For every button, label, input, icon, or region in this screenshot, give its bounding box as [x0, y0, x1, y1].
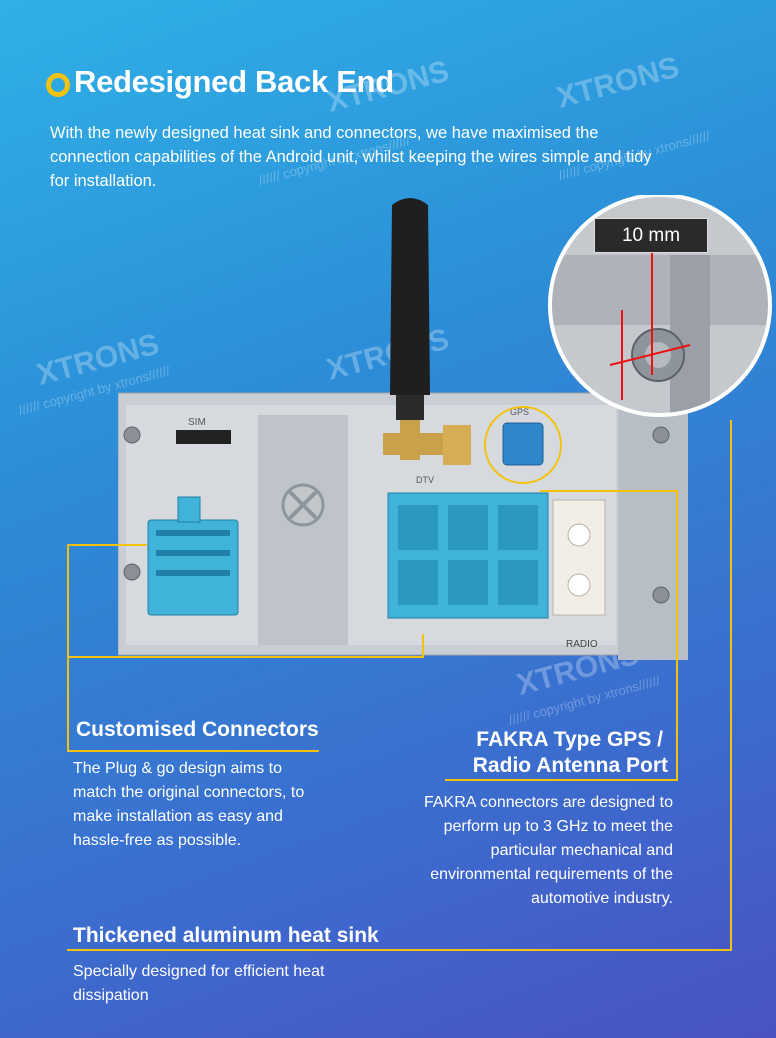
antenna-illustration: [390, 198, 430, 460]
callout-line: [67, 544, 147, 546]
callout-line: [676, 490, 678, 780]
watermark-copyright: ////// copyright by xtrons//////: [557, 128, 712, 183]
watermark-copyright: ////// copyright by xtrons//////: [257, 133, 412, 188]
callout-line: [67, 656, 69, 751]
head-unit-back-illustration: SIM RADIO DTV GPS: [118, 385, 688, 660]
gps-label: GPS: [510, 407, 529, 417]
feature-text-heatsink: Specially designed for efficient heat di…: [73, 963, 325, 1004]
watermark-brand: XTRONS: [323, 55, 452, 119]
page-title: Redesigned Back End: [74, 64, 394, 99]
radio-label: RADIO: [566, 639, 598, 650]
feature-title-heatsink: Thickened aluminum heat sink: [73, 924, 379, 947]
callout-line: [730, 420, 732, 950]
callout-line: [422, 634, 424, 658]
watermark-brand: XTRONS: [553, 51, 682, 115]
callout-underline: [445, 779, 678, 781]
feature-text-fakra: FAKRA connectors are designed to perform…: [423, 794, 673, 907]
intro-text: With the newly designed heat sink and co…: [50, 124, 652, 190]
callout-underline: [67, 949, 732, 951]
callout-line: [540, 490, 678, 492]
callout-underline: [67, 750, 319, 752]
bullet-ring-icon: [46, 73, 70, 97]
feature-title-fakra-line2: Radio Antenna Port: [472, 754, 668, 777]
callout-line: [67, 656, 422, 658]
callout-line: [67, 544, 69, 658]
dtv-label: DTV: [416, 475, 434, 485]
measure-label: 10 mm: [594, 218, 708, 253]
feature-title-connectors: Customised Connectors: [76, 718, 319, 741]
feature-title-fakra-line1: FAKRA Type GPS /: [476, 728, 663, 751]
feature-text-connectors: The Plug & go design aims to match the o…: [73, 760, 305, 849]
sim-label: SIM: [188, 417, 206, 428]
